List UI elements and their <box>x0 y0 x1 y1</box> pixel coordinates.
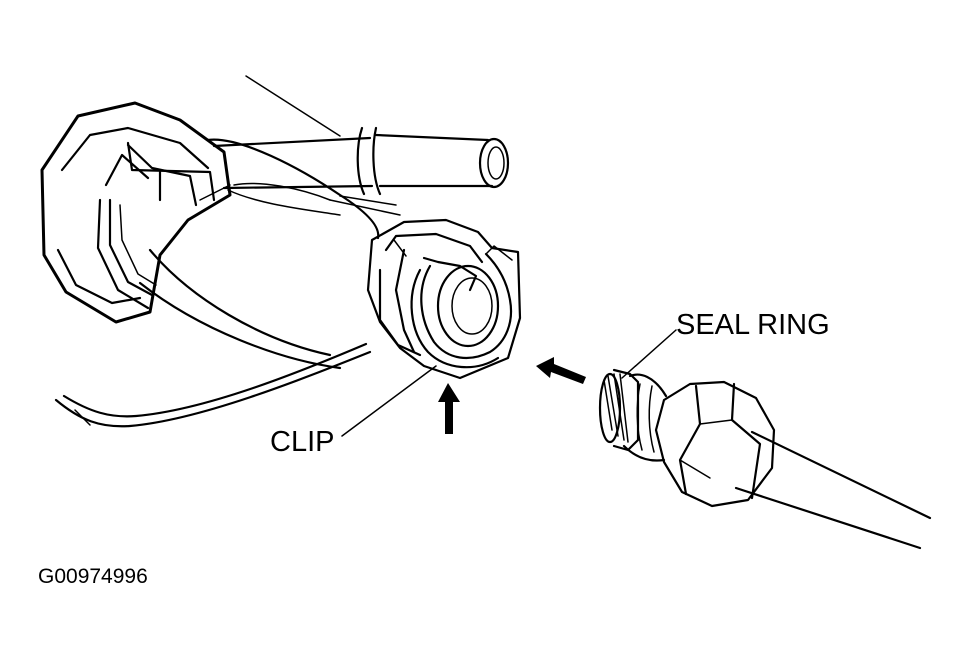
female-connector <box>366 218 522 380</box>
figure-id: G00974996 <box>38 565 148 588</box>
arrow-left <box>536 357 586 384</box>
arrow-up <box>438 383 460 434</box>
seal-ring-label: SEAL RING <box>676 309 830 341</box>
upper-tube <box>212 75 510 216</box>
seal-ring-leader <box>621 329 677 379</box>
clip-label: CLIP <box>270 426 335 458</box>
male-fitting <box>598 368 932 550</box>
clip-leader <box>341 365 437 437</box>
filter-housing <box>40 101 380 428</box>
